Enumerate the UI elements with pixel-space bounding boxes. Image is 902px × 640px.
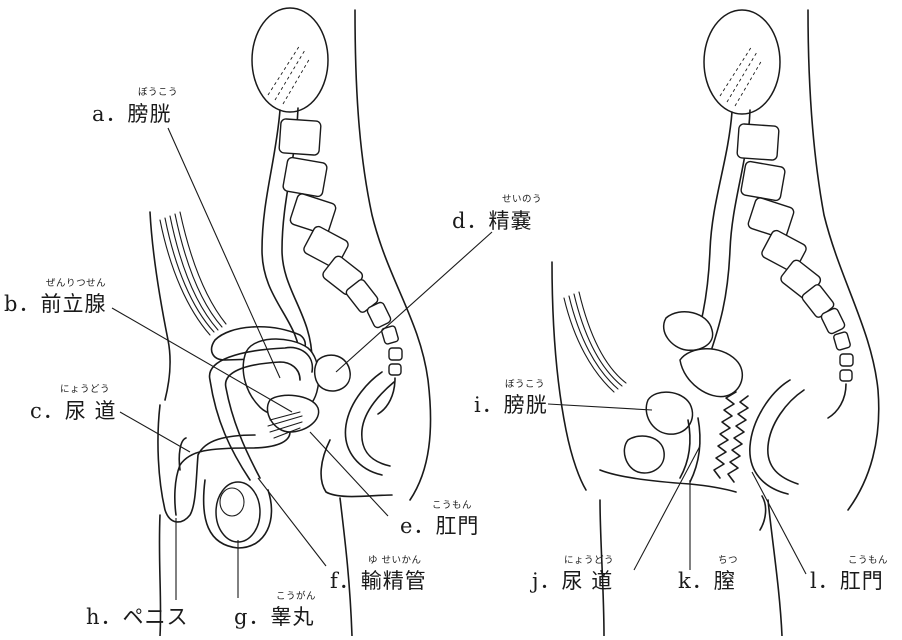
- label-i: i．膀胱: [474, 395, 548, 416]
- label-g-term: 睾丸: [270, 605, 314, 629]
- reading-k: ちつ: [718, 556, 738, 566]
- leader-l: [752, 472, 806, 574]
- reading-l: こうもん: [848, 556, 888, 566]
- reading-b: ぜんりつせん: [46, 279, 106, 289]
- label-a-letter: a．: [92, 102, 128, 126]
- label-f: f．輸精管: [330, 571, 427, 592]
- label-h: h．ペニス: [86, 607, 189, 628]
- male-back-contour: [355, 10, 431, 500]
- female-vagina: [714, 392, 736, 478]
- label-j-letter: j．: [532, 569, 562, 593]
- label-k-term: 膣: [714, 569, 736, 593]
- label-h-term: ペニス: [123, 605, 189, 629]
- label-d-term: 精嚢: [488, 209, 532, 233]
- leader-f: [258, 478, 326, 566]
- label-f-letter: f．: [330, 569, 361, 593]
- female-pubic-bone: [624, 436, 664, 473]
- label-b: b．前立腺: [4, 294, 106, 315]
- female-uterus: [664, 312, 713, 351]
- female-kidney: [704, 10, 780, 114]
- male-abdomen-front: [150, 212, 170, 400]
- label-i-term: 膀胱: [504, 393, 548, 417]
- label-j-term: 尿 道: [562, 569, 614, 593]
- label-c-term: 尿 道: [65, 399, 117, 423]
- reading-f: ゆ せいかん: [368, 556, 422, 566]
- label-j: j．尿 道: [532, 571, 613, 592]
- label-a-term: 膀胱: [128, 102, 172, 126]
- male-pelvis-drawing: [150, 8, 431, 636]
- reading-d: せいのう: [502, 195, 542, 205]
- label-i-letter: i．: [474, 393, 504, 417]
- reading-j: にょうどう: [564, 556, 614, 566]
- label-e-term: 肛門: [435, 514, 479, 538]
- reading-c: にょうどう: [60, 385, 110, 395]
- label-g-letter: g．: [234, 605, 270, 629]
- leader-c: [120, 412, 190, 452]
- label-c-letter: c．: [30, 399, 65, 423]
- female-spine: [737, 124, 853, 418]
- label-k-letter: k．: [678, 569, 714, 593]
- label-a: a．膀胱: [92, 104, 172, 125]
- label-e: e．肛門: [400, 516, 479, 537]
- label-d: d．精嚢: [452, 211, 532, 232]
- label-b-letter: b．: [4, 292, 40, 316]
- female-back-contour: [808, 10, 879, 510]
- label-d-letter: d．: [452, 209, 488, 233]
- female-pelvis-drawing: [552, 10, 879, 636]
- female-bladder: [646, 392, 692, 434]
- label-e-letter: e．: [400, 514, 435, 538]
- label-l: l．肛門: [810, 571, 884, 592]
- leader-i: [548, 404, 652, 410]
- reading-a: ぼうこう: [138, 88, 178, 98]
- male-testis: [216, 482, 260, 542]
- label-c: c．尿 道: [30, 401, 116, 422]
- label-l-letter: l．: [810, 569, 840, 593]
- label-k: k．膣: [678, 571, 736, 592]
- label-g: g．睾丸: [234, 607, 314, 628]
- label-l-term: 肛門: [840, 569, 884, 593]
- reading-g: こうがん: [276, 592, 316, 602]
- reading-i: ぼうこう: [505, 380, 545, 390]
- label-b-term: 前立腺: [40, 292, 106, 316]
- label-f-term: 輸精管: [361, 569, 427, 593]
- male-seminal-vesicle: [315, 355, 350, 391]
- label-h-letter: h．: [86, 605, 123, 629]
- reading-e: こうもん: [432, 501, 472, 511]
- male-kidney: [252, 8, 328, 112]
